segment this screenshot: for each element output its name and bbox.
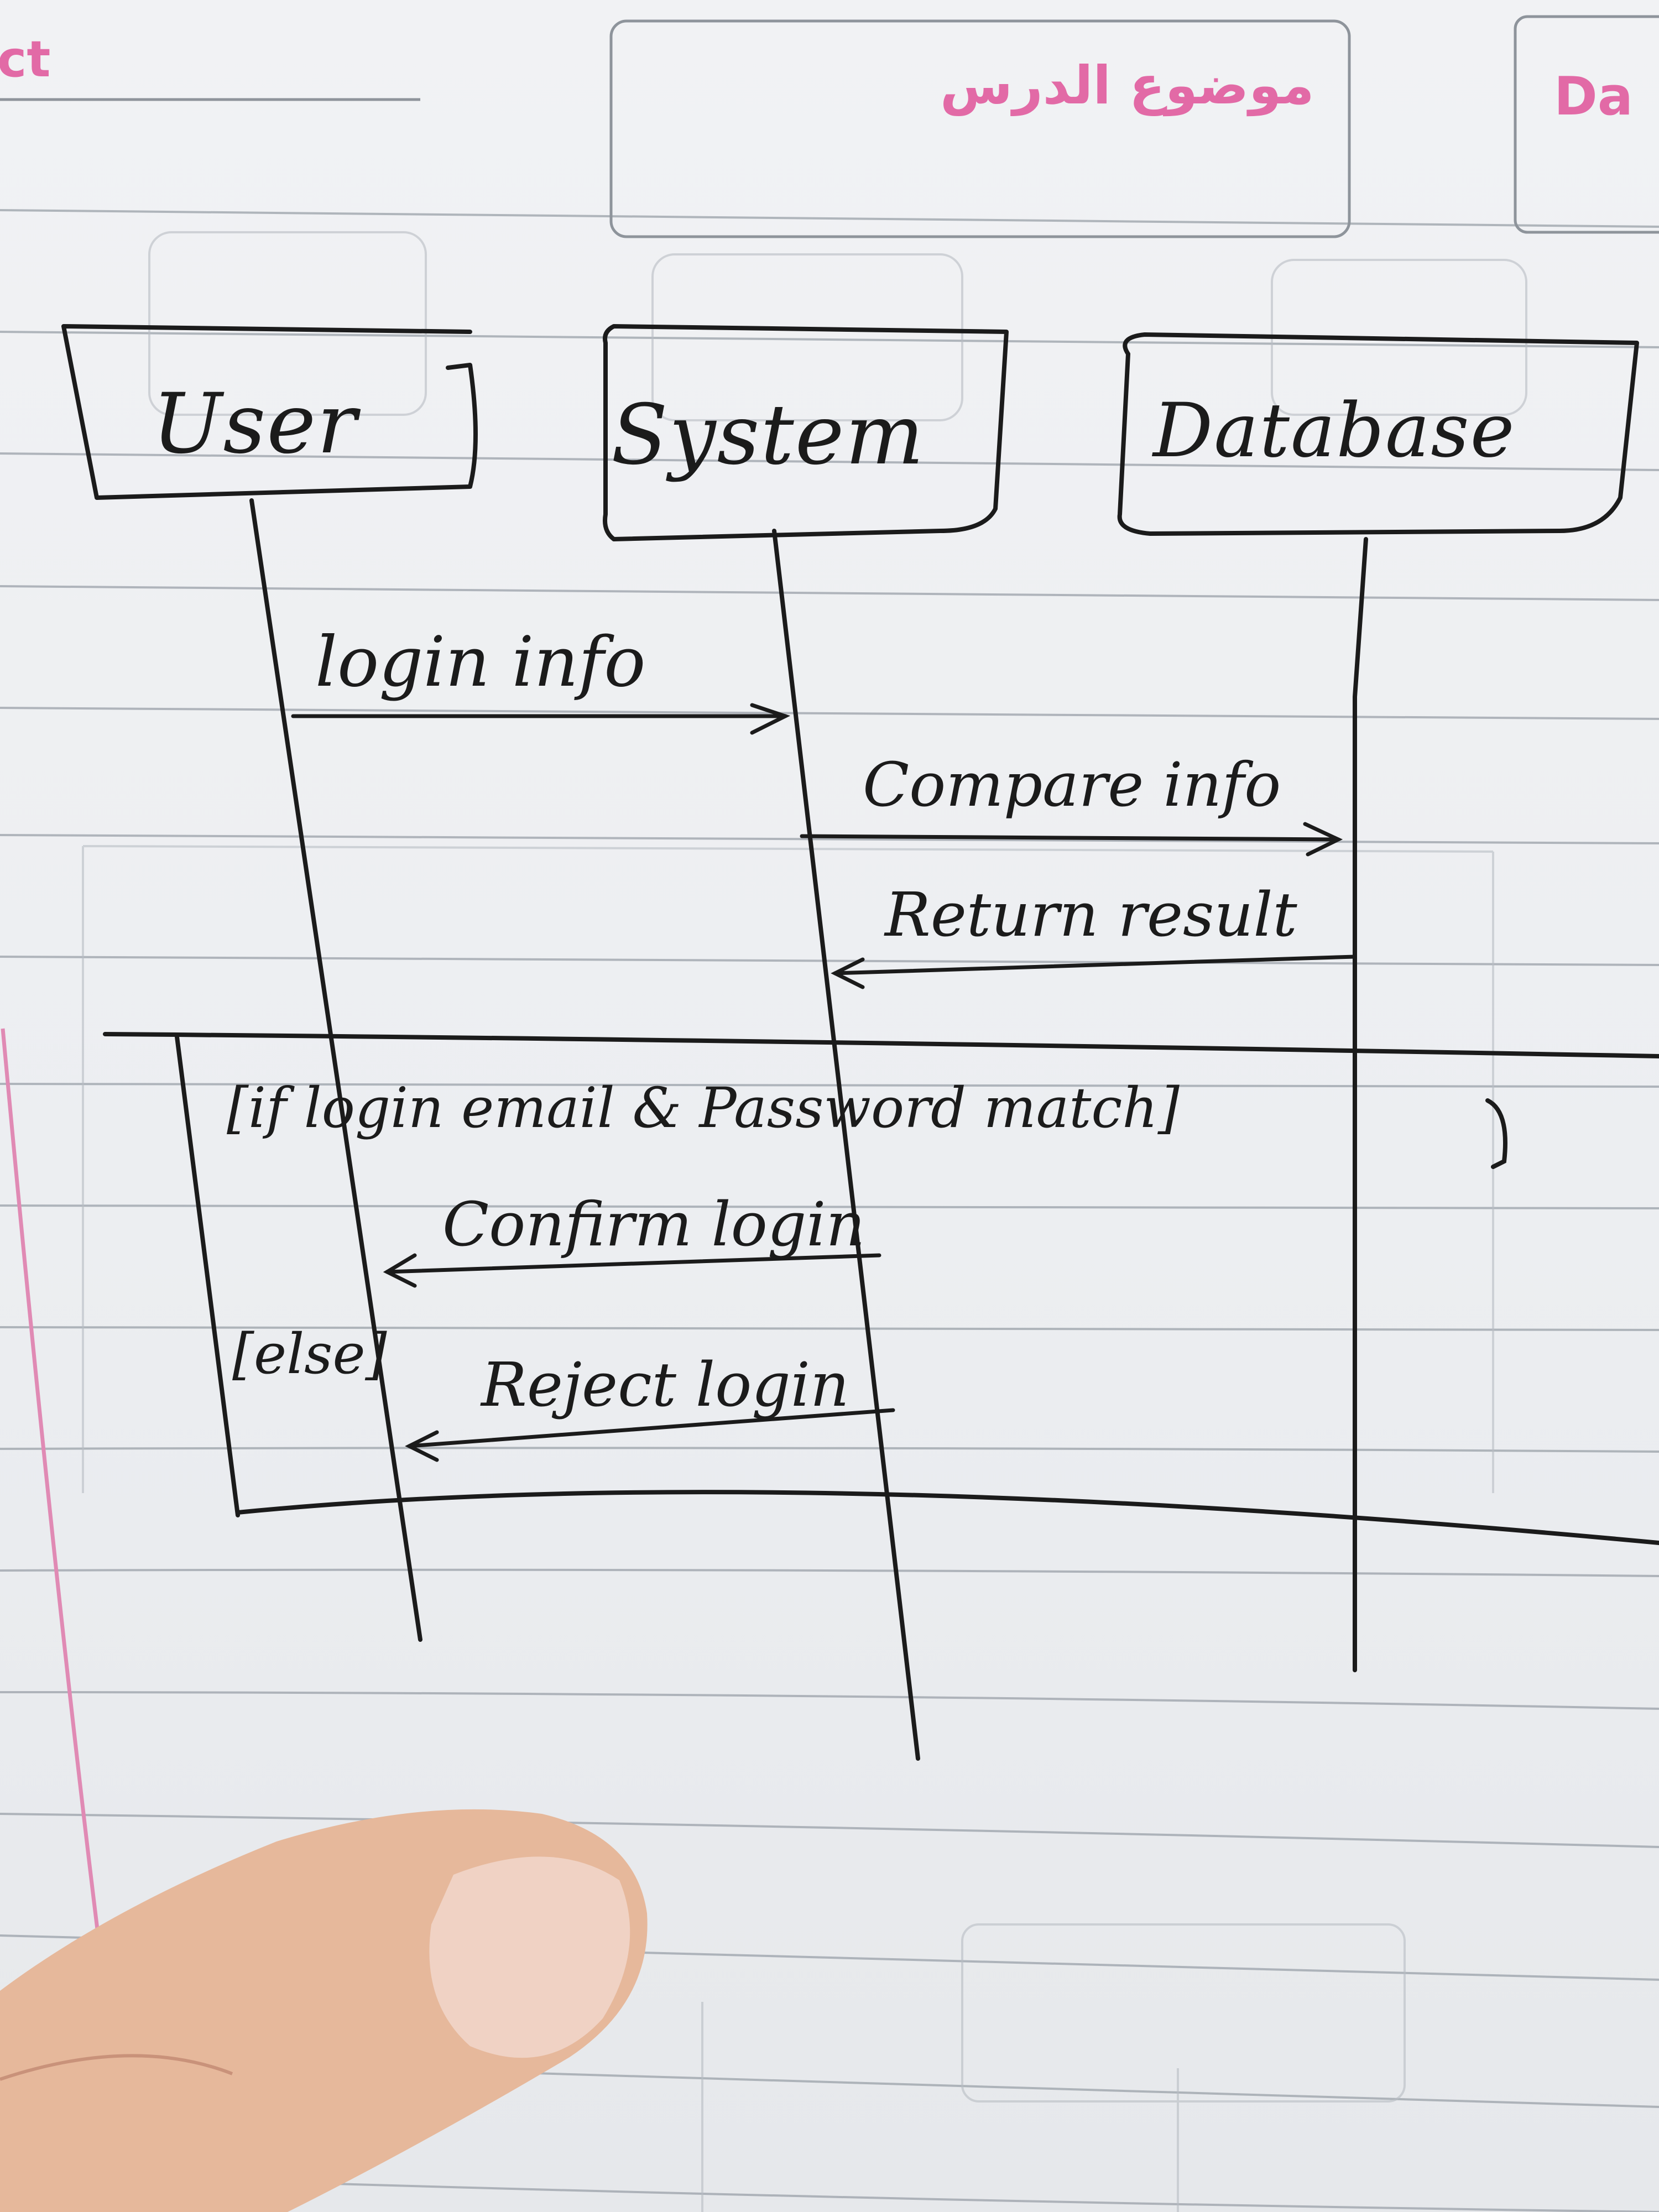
header-center-label: موضوع الدرس bbox=[940, 55, 1314, 116]
alt-guard-else: [else] bbox=[232, 1322, 387, 1386]
header-left-fragment: ct bbox=[0, 30, 51, 88]
header-boxes bbox=[0, 15, 1659, 238]
message-return-result: Return result bbox=[885, 879, 1297, 950]
lifeline-label-system: System bbox=[611, 387, 925, 483]
alt-guard-if: [if login email & Password match] bbox=[227, 1076, 1180, 1140]
arrow-return-result bbox=[833, 954, 1357, 975]
message-login-info: login info bbox=[315, 622, 646, 702]
arrow-reject-login bbox=[407, 1408, 895, 1448]
lifeline-boxes bbox=[61, 324, 1639, 541]
message-confirm-login: Confirm login bbox=[442, 1189, 865, 1260]
arrow-confirm-login bbox=[385, 1253, 881, 1274]
message-compare-info: Compare info bbox=[863, 749, 1281, 820]
lifeline-user bbox=[249, 498, 422, 1642]
lifelines bbox=[249, 498, 1368, 1761]
lifeline-label-database: Database bbox=[1153, 387, 1516, 474]
arrowhead-return-result bbox=[831, 957, 865, 989]
arrowhead-reject-login bbox=[405, 1430, 439, 1462]
message-reject-login: Reject login bbox=[481, 1349, 849, 1420]
lifeline-database bbox=[1353, 537, 1368, 1672]
show-through bbox=[82, 231, 1527, 2212]
message-arrows bbox=[291, 703, 1357, 1462]
ruled-lines bbox=[0, 209, 1659, 2212]
lifeline-system bbox=[772, 529, 920, 1761]
alt-fragment-frame bbox=[103, 1032, 1659, 1545]
thumb-image bbox=[0, 1809, 648, 2212]
arrow-compare-info bbox=[800, 834, 1340, 842]
margin-line bbox=[1, 1028, 113, 2036]
arrowhead-confirm-login bbox=[383, 1253, 417, 1288]
lifeline-label-user: User bbox=[152, 376, 358, 472]
header-right-fragment: Da bbox=[1554, 66, 1633, 127]
arrowhead-compare-info bbox=[1303, 822, 1343, 857]
arrowhead-login-info bbox=[750, 703, 791, 735]
